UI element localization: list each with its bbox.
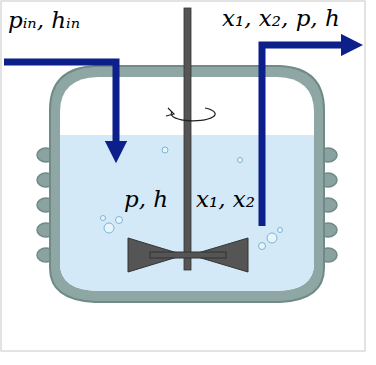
impeller <box>128 238 248 272</box>
bubbles <box>101 147 283 250</box>
inlet-stream <box>4 62 116 152</box>
rotation-arrow <box>171 108 215 121</box>
inlet-label: pᵢₙ, hᵢₙ <box>8 8 80 33</box>
composition-label: x₁, x₂ <box>196 187 255 212</box>
outlet-stream <box>262 45 352 226</box>
stirrer-shaft <box>184 8 191 270</box>
state-label: p, h <box>124 187 168 212</box>
rotation-arrowhead <box>166 108 174 116</box>
outlet-label: x₁, x₂, p, h <box>222 6 340 31</box>
frame <box>1 1 365 351</box>
